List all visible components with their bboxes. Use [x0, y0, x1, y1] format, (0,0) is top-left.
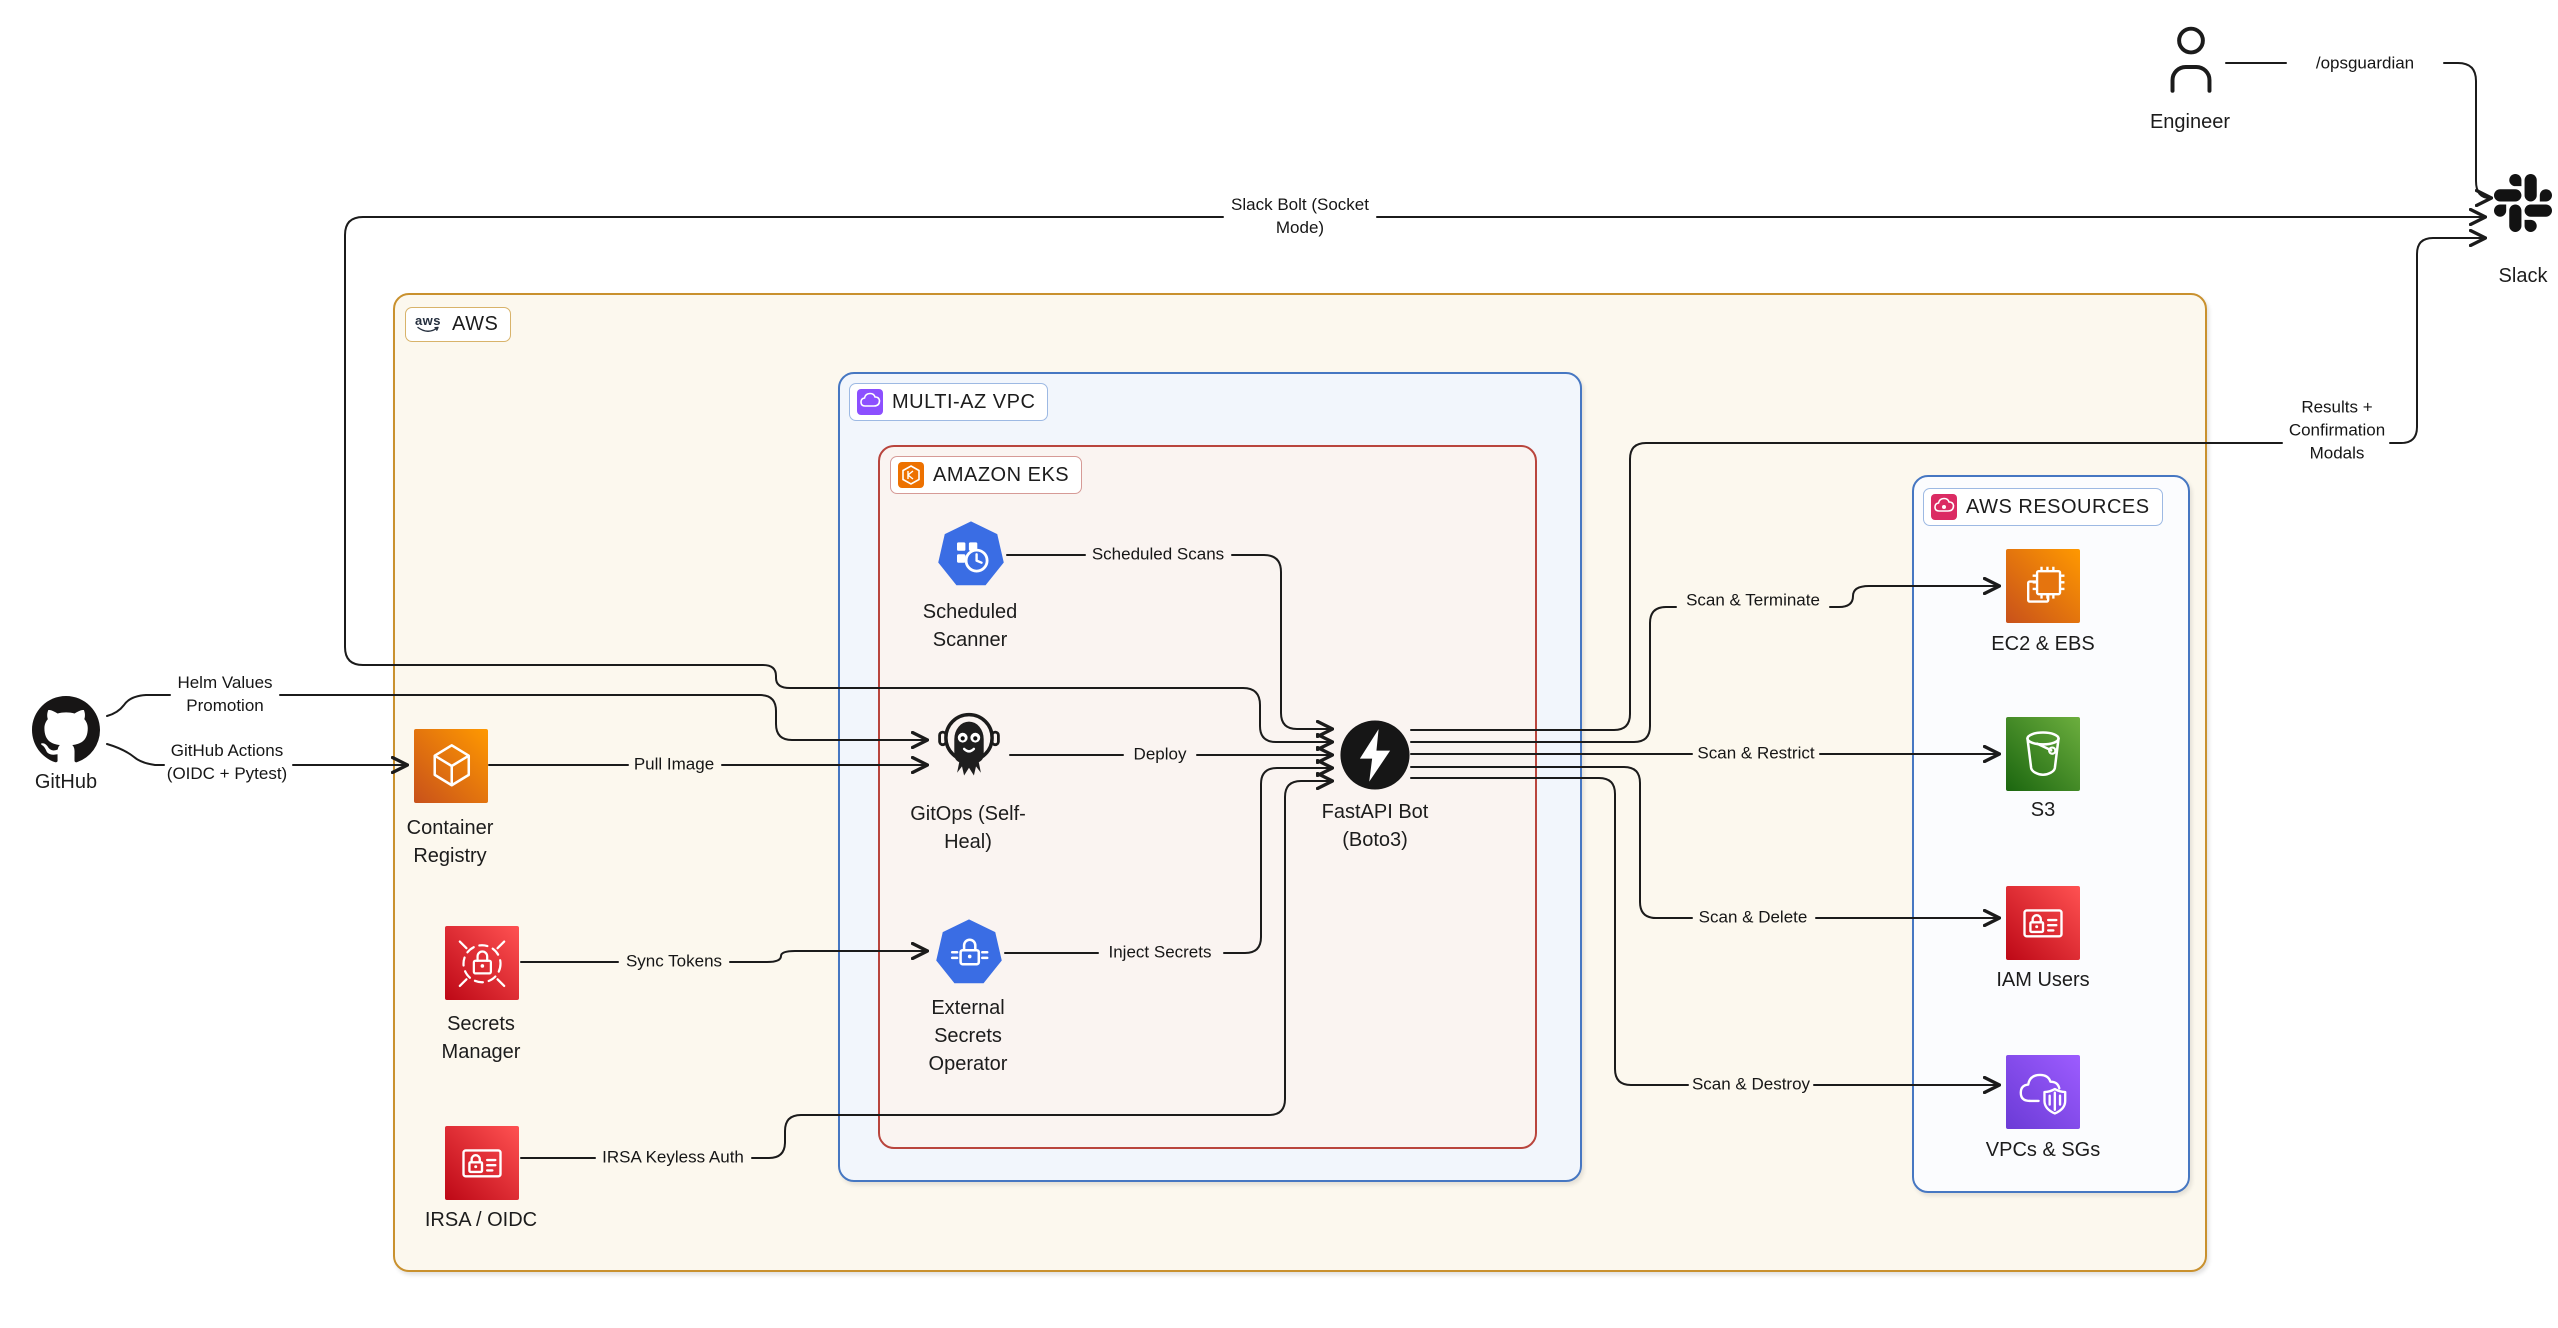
vpcs-sgs-icon	[2006, 1055, 2080, 1129]
edge-delete-a	[1410, 766, 1693, 919]
eks-group-badge: AMAZON EKS	[890, 456, 1083, 494]
external-secrets-icon	[934, 918, 1004, 993]
slack-label: Slack	[2498, 265, 2548, 287]
fastapi-bot-label: FastAPI Bot (Boto3)	[1321, 801, 1429, 851]
edge-terminate-a	[1410, 606, 1677, 743]
edge-sched-b	[1231, 554, 1331, 729]
edge-label-opsguardian: /opsguardian	[2315, 53, 2415, 73]
edge-label-pull-image: Pull Image	[633, 754, 715, 774]
vpc-group-label: MULTI-AZ VPC	[892, 390, 1036, 413]
resources-group-badge: AWS RESOURCES	[1923, 488, 2163, 526]
edge-terminate-b	[1829, 586, 1998, 608]
engineer-label: Engineer	[2149, 111, 2231, 133]
edge-destroy-a	[1410, 777, 1689, 1086]
external-secrets-label: External Secrets Operator	[928, 997, 1008, 1075]
scheduled-scanner-icon	[936, 520, 1006, 595]
edge-helm-b	[279, 694, 926, 740]
container-registry-label: Container Registry	[406, 817, 494, 867]
vpcs-sgs-label: VPCs & SGs	[1985, 1139, 2101, 1161]
edge-label-sync-tokens: Sync Tokens	[625, 951, 723, 971]
container-registry-icon	[414, 729, 488, 803]
resources-group-label: AWS RESOURCES	[1966, 495, 2150, 518]
slack-icon	[2494, 174, 2552, 237]
edge-results-b	[2389, 238, 2484, 444]
edge-helm-a	[106, 694, 171, 717]
aws-group-badge: aws AWS	[405, 307, 512, 342]
vpc-icon	[857, 389, 883, 415]
edge-label-scan-delete: Scan & Delete	[1698, 907, 1808, 927]
fastapi-bot-icon	[1339, 719, 1411, 796]
s3-label: S3	[2030, 799, 2056, 821]
secrets-manager-label: Secrets Manager	[441, 1013, 521, 1063]
edge-label-scheduled-scans: Scheduled Scans	[1091, 544, 1225, 564]
scheduled-scanner-label: Scheduled Scanner	[922, 601, 1018, 651]
edge-label-helm: Helm Values Promotion	[177, 673, 273, 715]
edge-label-scan-destroy: Scan & Destroy	[1691, 1074, 1811, 1094]
secrets-manager-icon	[445, 926, 519, 1000]
github-label: GitHub	[34, 771, 98, 793]
edge-opsguardian-b	[2443, 62, 2490, 198]
vpc-group-badge: MULTI-AZ VPC	[849, 383, 1049, 421]
ec2-ebs-label: EC2 & EBS	[1991, 633, 2095, 655]
eks-group-label: AMAZON EKS	[933, 463, 1070, 486]
github-icon	[32, 696, 100, 769]
aws-logo-icon: aws	[413, 314, 443, 334]
edge-label-results: Results + Confirmation Modals	[2288, 397, 2386, 463]
edge-slack-bolt-b	[344, 216, 1331, 742]
aws-group-label: AWS	[452, 313, 499, 335]
edge-label-inject-secrets: Inject Secrets	[1108, 942, 1212, 962]
edge-results-a	[1410, 442, 2283, 731]
edge-gha-a	[106, 743, 165, 766]
eks-icon	[898, 462, 924, 488]
irsa-oidc-icon	[445, 1126, 519, 1200]
edge-inject-b	[1223, 768, 1331, 954]
edge-label-irsa-keyless: IRSA Keyless Auth	[602, 1147, 744, 1167]
edge-label-deploy: Deploy	[1133, 744, 1187, 764]
edge-label-github-actions: GitHub Actions (OIDC + Pytest)	[166, 741, 288, 783]
edge-label-scan-restrict: Scan & Restrict	[1697, 743, 1815, 763]
iam-users-label: IAM Users	[1996, 969, 2090, 991]
ec2-ebs-icon	[2006, 549, 2080, 623]
edge-irsa-b	[751, 781, 1331, 1159]
gitops-icon	[934, 708, 1004, 799]
irsa-oidc-label: IRSA / OIDC	[424, 1209, 538, 1231]
edge-label-scan-terminate: Scan & Terminate	[1686, 590, 1820, 610]
edge-sync-b	[729, 951, 926, 963]
iam-users-icon	[2006, 886, 2080, 960]
engineer-icon	[2158, 22, 2224, 109]
aws-resources-icon	[1931, 494, 1957, 520]
gitops-label: GitOps (Self- Heal)	[910, 803, 1026, 853]
s3-icon	[2006, 717, 2080, 791]
edge-label-slack-bolt: Slack Bolt (Socket Mode)	[1231, 195, 1369, 237]
